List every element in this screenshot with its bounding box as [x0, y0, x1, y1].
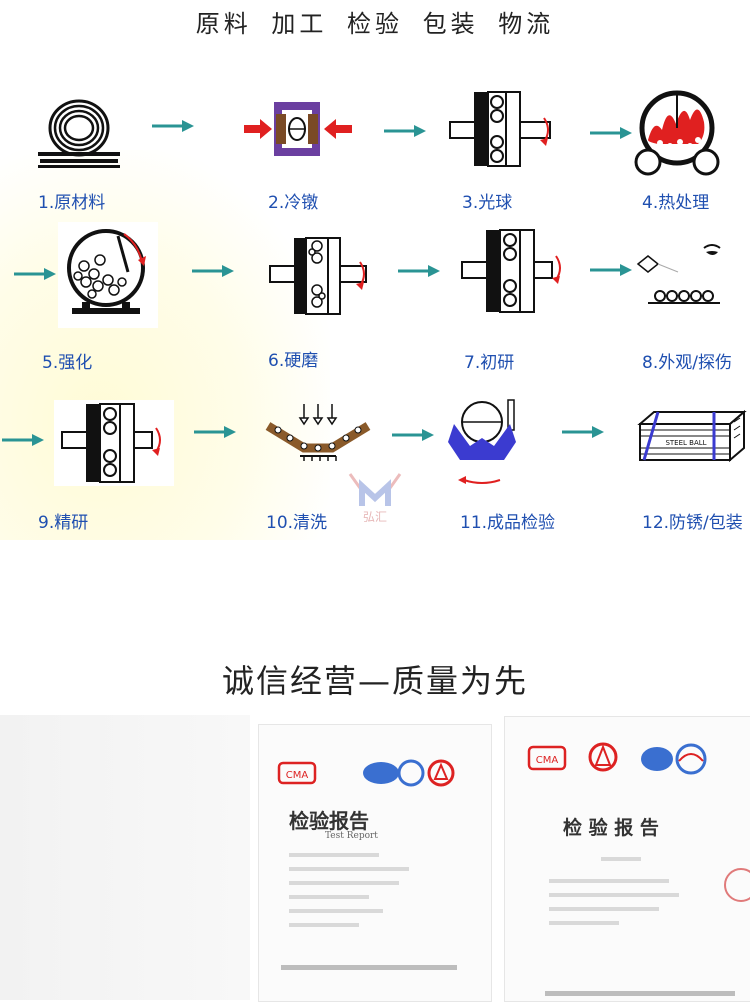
step-label-1: 1.原材料 [38, 193, 106, 213]
final-inspection-icon [448, 399, 516, 484]
step-label-4: 4.热处理 [642, 193, 710, 213]
arrow-10-11 [392, 429, 434, 441]
report-1-title: 检验报告 [289, 809, 369, 833]
step-label-5: 5.强化 [42, 353, 93, 373]
step-label-8: 8.外观/探伤 [642, 353, 732, 373]
arrow-8-9 [2, 434, 44, 446]
steel-ball-crate-icon: STEEL BALL [637, 409, 747, 463]
watermark-text: 弘汇 [362, 510, 387, 524]
test-report-document-1: CMA 检验报告 Test Report [258, 724, 492, 1002]
cleaning-conveyor-icon [265, 404, 371, 461]
initial-lapping-plates-icon [461, 229, 561, 313]
arrow-5-6 [192, 265, 234, 277]
red-stamp-icon [724, 868, 750, 902]
arrow-6-7 [398, 265, 440, 277]
arrow-2-3 [384, 125, 426, 137]
step-label-6: 6.硬磨 [268, 351, 319, 371]
crate-label: STEEL BALL [665, 439, 706, 447]
step-label-9: 9.精研 [38, 513, 89, 533]
process-title: 原料 加工 检验 包装 物流 [195, 10, 555, 38]
document-shadow [0, 715, 250, 1000]
inspection-eye-icon [636, 244, 721, 304]
arrow-9-10 [194, 426, 236, 438]
svg-text:CMA: CMA [536, 755, 559, 766]
arrow-7-8 [590, 264, 632, 276]
flashing-plates-icon [449, 91, 551, 167]
test-report-document-2: CMA 检 验 报 告 [504, 716, 750, 1002]
step-label-3: 3.光球 [462, 193, 513, 213]
step-label-12: 12.防锈/包装 [642, 513, 743, 533]
certification-logos-icon: CMA [277, 759, 455, 787]
strengthening-drum-icon [58, 222, 158, 328]
heat-treatment-furnace-icon [634, 90, 720, 176]
arrow-4-5 [14, 268, 56, 280]
section-title: 诚信经营—质量为先 [221, 662, 528, 700]
arrow-1-2 [152, 120, 194, 132]
arrow-11-12 [562, 426, 604, 438]
hard-grinding-plates-icon [269, 237, 367, 315]
report-1-subtitle: Test Report [325, 831, 378, 841]
arrow-3-4 [590, 127, 632, 139]
step-label-2: 2.冷镦 [268, 193, 319, 213]
certification-logos-icon: CMA [527, 742, 707, 775]
step-label-11: 11.成品检验 [460, 513, 556, 533]
wire-coil-icon [38, 99, 120, 168]
step-label-10: 10.清洗 [266, 513, 328, 533]
step-label-7: 7.初研 [464, 353, 515, 373]
watermark-logo-icon [348, 473, 402, 506]
cold-heading-die-icon [244, 102, 352, 156]
report-2-title: 检 验 报 告 [563, 817, 659, 839]
svg-text:CMA: CMA [286, 770, 309, 781]
fine-lapping-plates-icon [54, 400, 174, 486]
